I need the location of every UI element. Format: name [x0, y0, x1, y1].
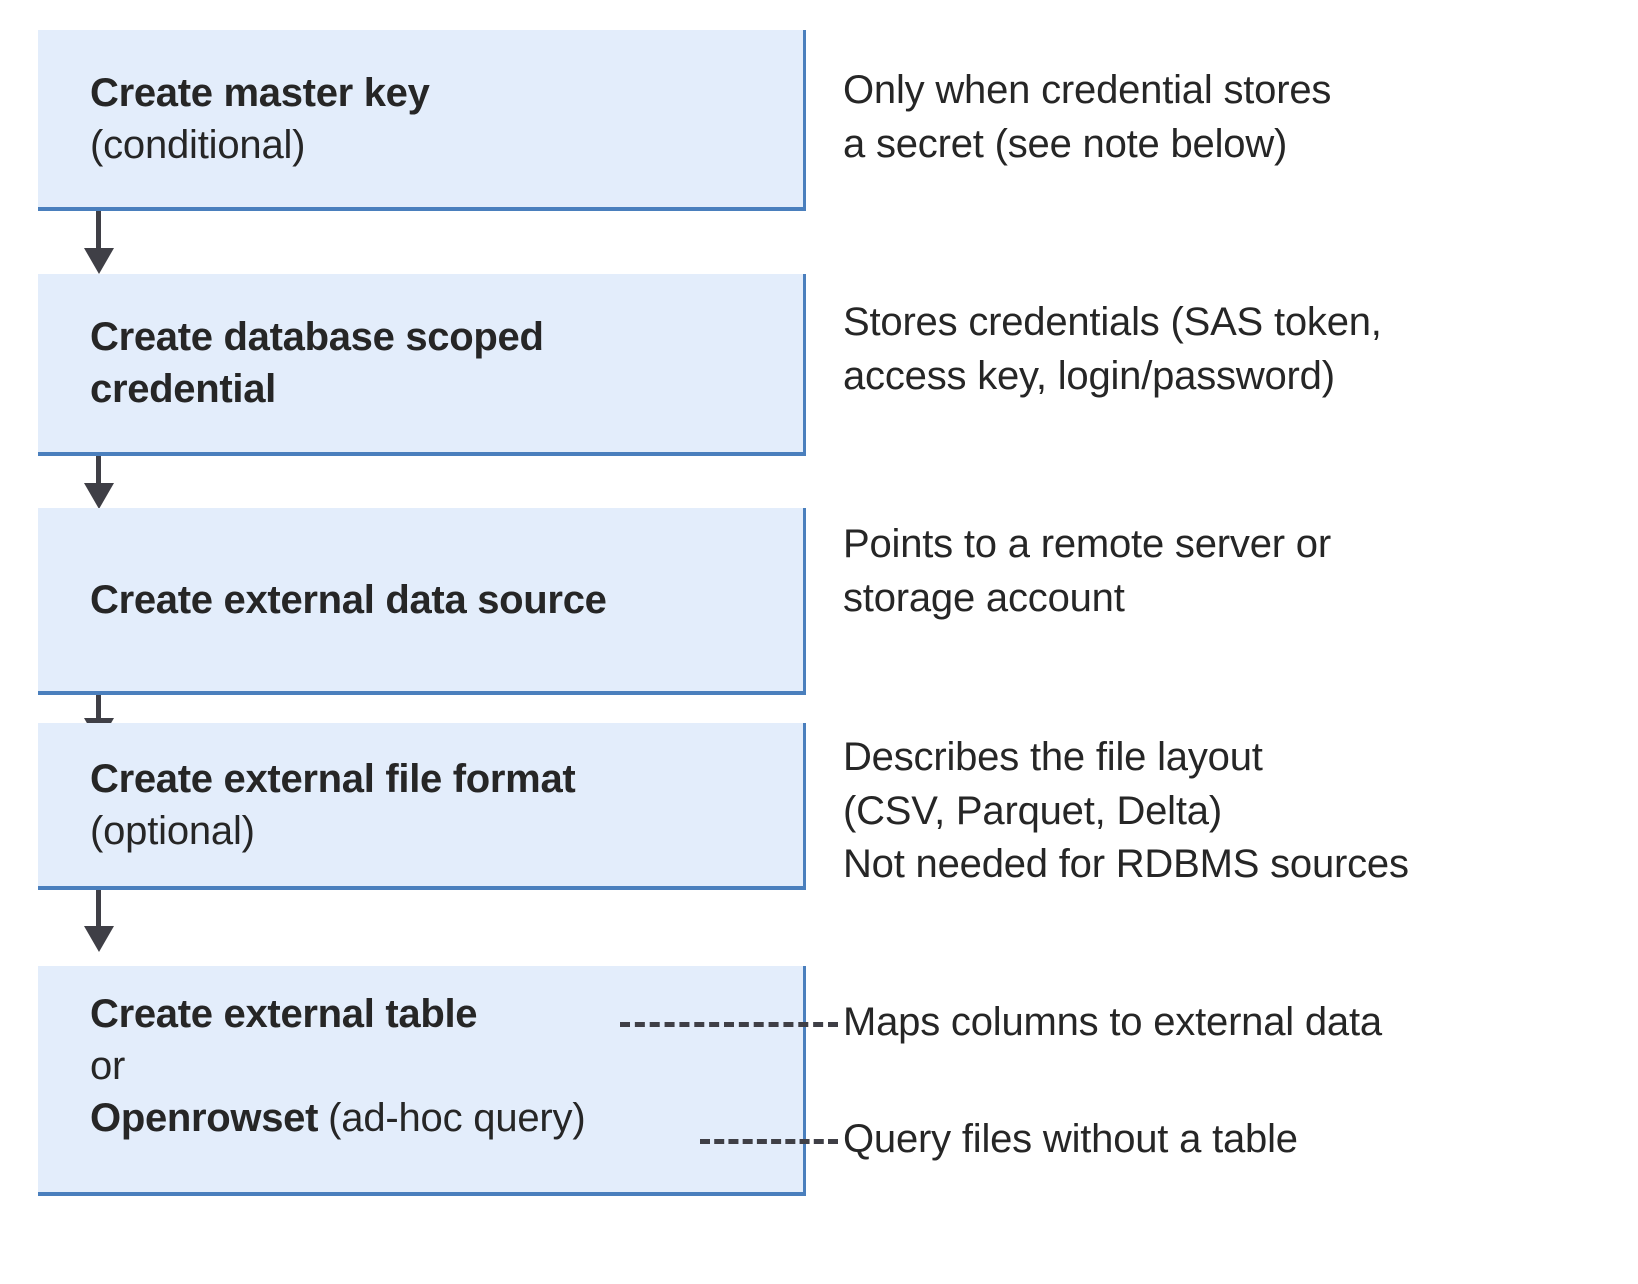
- final-option-openrowset-label: Openrowset: [90, 1096, 319, 1140]
- step-text-block: Create external file format (optional): [38, 753, 803, 857]
- final-description-external-table: Maps columns to external data: [843, 1000, 1382, 1044]
- step-title: Create master key: [90, 70, 430, 115]
- step-subtitle: (optional): [90, 808, 255, 853]
- step-title: Create database scoped credential: [90, 315, 544, 411]
- final-option-external-table-label: Create external table: [90, 992, 478, 1036]
- step-title: Create external data source: [90, 577, 607, 622]
- final-option-openrowset-note: (ad-hoc query): [328, 1096, 586, 1140]
- connector-arrow-4: [84, 890, 114, 952]
- step-box-create-database-scoped-credential: Create database scoped credential: [38, 274, 806, 456]
- step-box-create-master-key: Create master key (conditional): [38, 30, 806, 211]
- step-box-create-external-file-format: Create external file format (optional): [38, 723, 806, 890]
- leader-line-openrowset: [700, 1139, 838, 1144]
- step-description-create-external-data-source: Points to a remote server or storage acc…: [843, 522, 1331, 620]
- leader-line-external-table: [620, 1022, 838, 1027]
- step-text-block: Create external table or Openrowset (ad-…: [38, 966, 803, 1144]
- final-option-openrowset: Openrowset (ad-hoc query): [90, 1092, 803, 1144]
- step-description-create-database-scoped-credential: Stores credentials (SAS token, access ke…: [843, 300, 1382, 398]
- step-description-create-master-key: Only when credential stores a secret (se…: [843, 68, 1332, 166]
- final-option-separator: or: [90, 1044, 126, 1088]
- step-box-create-external-data-source: Create external data source: [38, 508, 806, 695]
- step-subtitle: (conditional): [90, 122, 306, 167]
- step-title: Create external file format: [90, 756, 576, 801]
- step-box-create-external-table-or-openrowset: Create external table or Openrowset (ad-…: [38, 966, 806, 1196]
- step-text-block: Create master key (conditional): [38, 67, 803, 171]
- connector-arrow-1: [84, 211, 114, 274]
- step-description-create-external-file-format: Describes the file layout (CSV, Parquet,…: [843, 735, 1409, 887]
- final-option-external-table: Create external table: [90, 988, 803, 1040]
- final-description-openrowset: Query files without a table: [843, 1117, 1298, 1161]
- step-text-block: Create database scoped credential: [38, 311, 803, 415]
- step-text-block: Create external data source: [38, 574, 803, 626]
- connector-arrow-2: [84, 456, 114, 509]
